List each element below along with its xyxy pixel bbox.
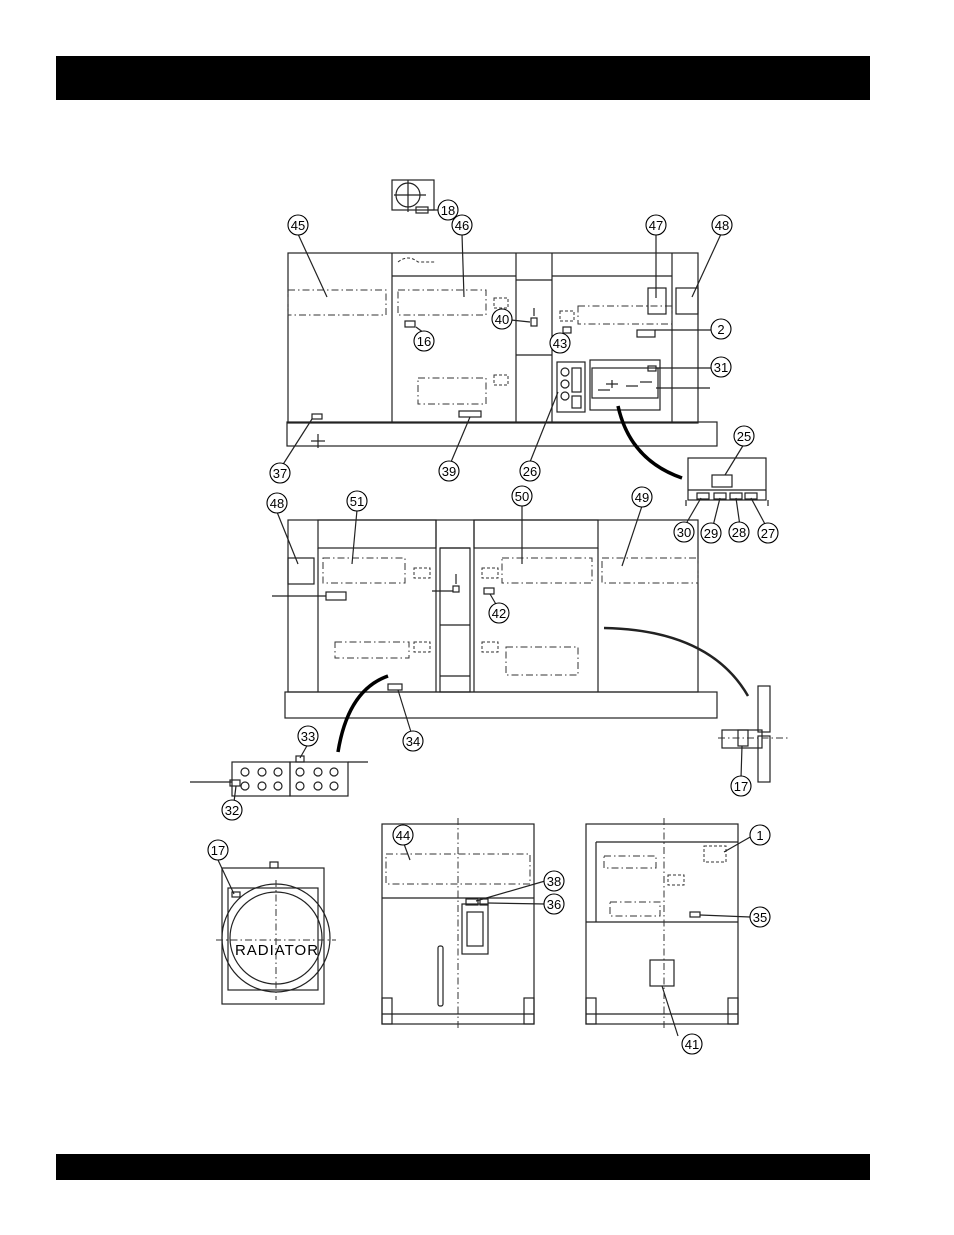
callout-30: 30 bbox=[674, 522, 694, 542]
callout-44: 44 bbox=[393, 825, 413, 845]
svg-text:16: 16 bbox=[417, 334, 431, 349]
callout-31: 31 bbox=[711, 357, 731, 377]
svg-text:17: 17 bbox=[734, 779, 748, 794]
svg-text:43: 43 bbox=[553, 336, 567, 351]
svg-text:30: 30 bbox=[677, 525, 691, 540]
callout-50: 50 bbox=[512, 486, 532, 506]
svg-text:39: 39 bbox=[442, 464, 456, 479]
callout-1: 1 bbox=[750, 825, 770, 845]
callout-33: 33 bbox=[298, 726, 318, 746]
callout-26: 26 bbox=[520, 461, 540, 481]
callout-18: 18 bbox=[438, 200, 458, 220]
svg-text:34: 34 bbox=[406, 734, 420, 749]
svg-text:36: 36 bbox=[547, 897, 561, 912]
svg-text:29: 29 bbox=[704, 526, 718, 541]
callout-43: 43 bbox=[550, 333, 570, 353]
upper-side-view bbox=[287, 253, 717, 448]
callout-49: 49 bbox=[632, 487, 652, 507]
end-view-left bbox=[382, 818, 534, 1028]
svg-text:2: 2 bbox=[717, 322, 724, 337]
callout-17-radiator: 17 bbox=[208, 840, 228, 860]
svg-text:33: 33 bbox=[301, 729, 315, 744]
svg-text:42: 42 bbox=[492, 606, 506, 621]
svg-text:44: 44 bbox=[396, 828, 410, 843]
callout-37: 37 bbox=[270, 463, 290, 483]
svg-text:48: 48 bbox=[715, 218, 729, 233]
svg-text:48: 48 bbox=[270, 496, 284, 511]
svg-text:25: 25 bbox=[737, 429, 751, 444]
callout-39: 39 bbox=[439, 461, 459, 481]
callout-41: 41 bbox=[682, 1034, 702, 1054]
callout-32: 32 bbox=[222, 800, 242, 820]
callout-51: 51 bbox=[347, 491, 367, 511]
svg-text:27: 27 bbox=[761, 526, 775, 541]
callout-48: 48 bbox=[712, 215, 732, 235]
svg-text:51: 51 bbox=[350, 494, 364, 509]
svg-text:47: 47 bbox=[649, 218, 663, 233]
detail-terminal-block bbox=[190, 756, 368, 796]
callout-25: 25 bbox=[734, 426, 754, 446]
callout-40: 40 bbox=[492, 309, 512, 329]
svg-text:32: 32 bbox=[225, 803, 239, 818]
svg-text:41: 41 bbox=[685, 1037, 699, 1052]
detail-fan bbox=[718, 686, 790, 782]
callout-38: 38 bbox=[544, 871, 564, 891]
svg-text:40: 40 bbox=[495, 312, 509, 327]
callout-48-lower: 48 bbox=[267, 493, 287, 513]
callout-46: 46 bbox=[452, 215, 472, 235]
callout-36: 36 bbox=[544, 894, 564, 914]
svg-text:50: 50 bbox=[515, 489, 529, 504]
svg-text:17: 17 bbox=[211, 843, 225, 858]
svg-text:28: 28 bbox=[732, 525, 746, 540]
callout-16: 16 bbox=[414, 331, 434, 351]
radiator-label: RADIATOR bbox=[235, 942, 319, 959]
callout-42: 42 bbox=[489, 603, 509, 623]
svg-text:46: 46 bbox=[455, 218, 469, 233]
radiator-view: RADIATOR bbox=[216, 862, 336, 1004]
callout-29: 29 bbox=[701, 523, 721, 543]
svg-text:45: 45 bbox=[291, 218, 305, 233]
leader-lines bbox=[218, 210, 766, 1036]
callout-45: 45 bbox=[288, 215, 308, 235]
svg-text:38: 38 bbox=[547, 874, 561, 889]
detail-controller bbox=[686, 458, 768, 506]
svg-text:37: 37 bbox=[273, 466, 287, 481]
end-view-right bbox=[586, 818, 738, 1028]
callout-17-fan: 17 bbox=[731, 776, 751, 796]
callout-28: 28 bbox=[729, 522, 749, 542]
svg-text:31: 31 bbox=[714, 360, 728, 375]
svg-text:26: 26 bbox=[523, 464, 537, 479]
svg-text:35: 35 bbox=[753, 910, 767, 925]
callout-2: 2 bbox=[711, 319, 731, 339]
callout-47: 47 bbox=[646, 215, 666, 235]
svg-text:18: 18 bbox=[441, 203, 455, 218]
svg-text:49: 49 bbox=[635, 490, 649, 505]
svg-text:1: 1 bbox=[756, 828, 763, 843]
callout-35: 35 bbox=[750, 907, 770, 927]
callout-27: 27 bbox=[758, 523, 778, 543]
detail-top-fitting bbox=[392, 180, 434, 213]
callout-34: 34 bbox=[403, 731, 423, 751]
